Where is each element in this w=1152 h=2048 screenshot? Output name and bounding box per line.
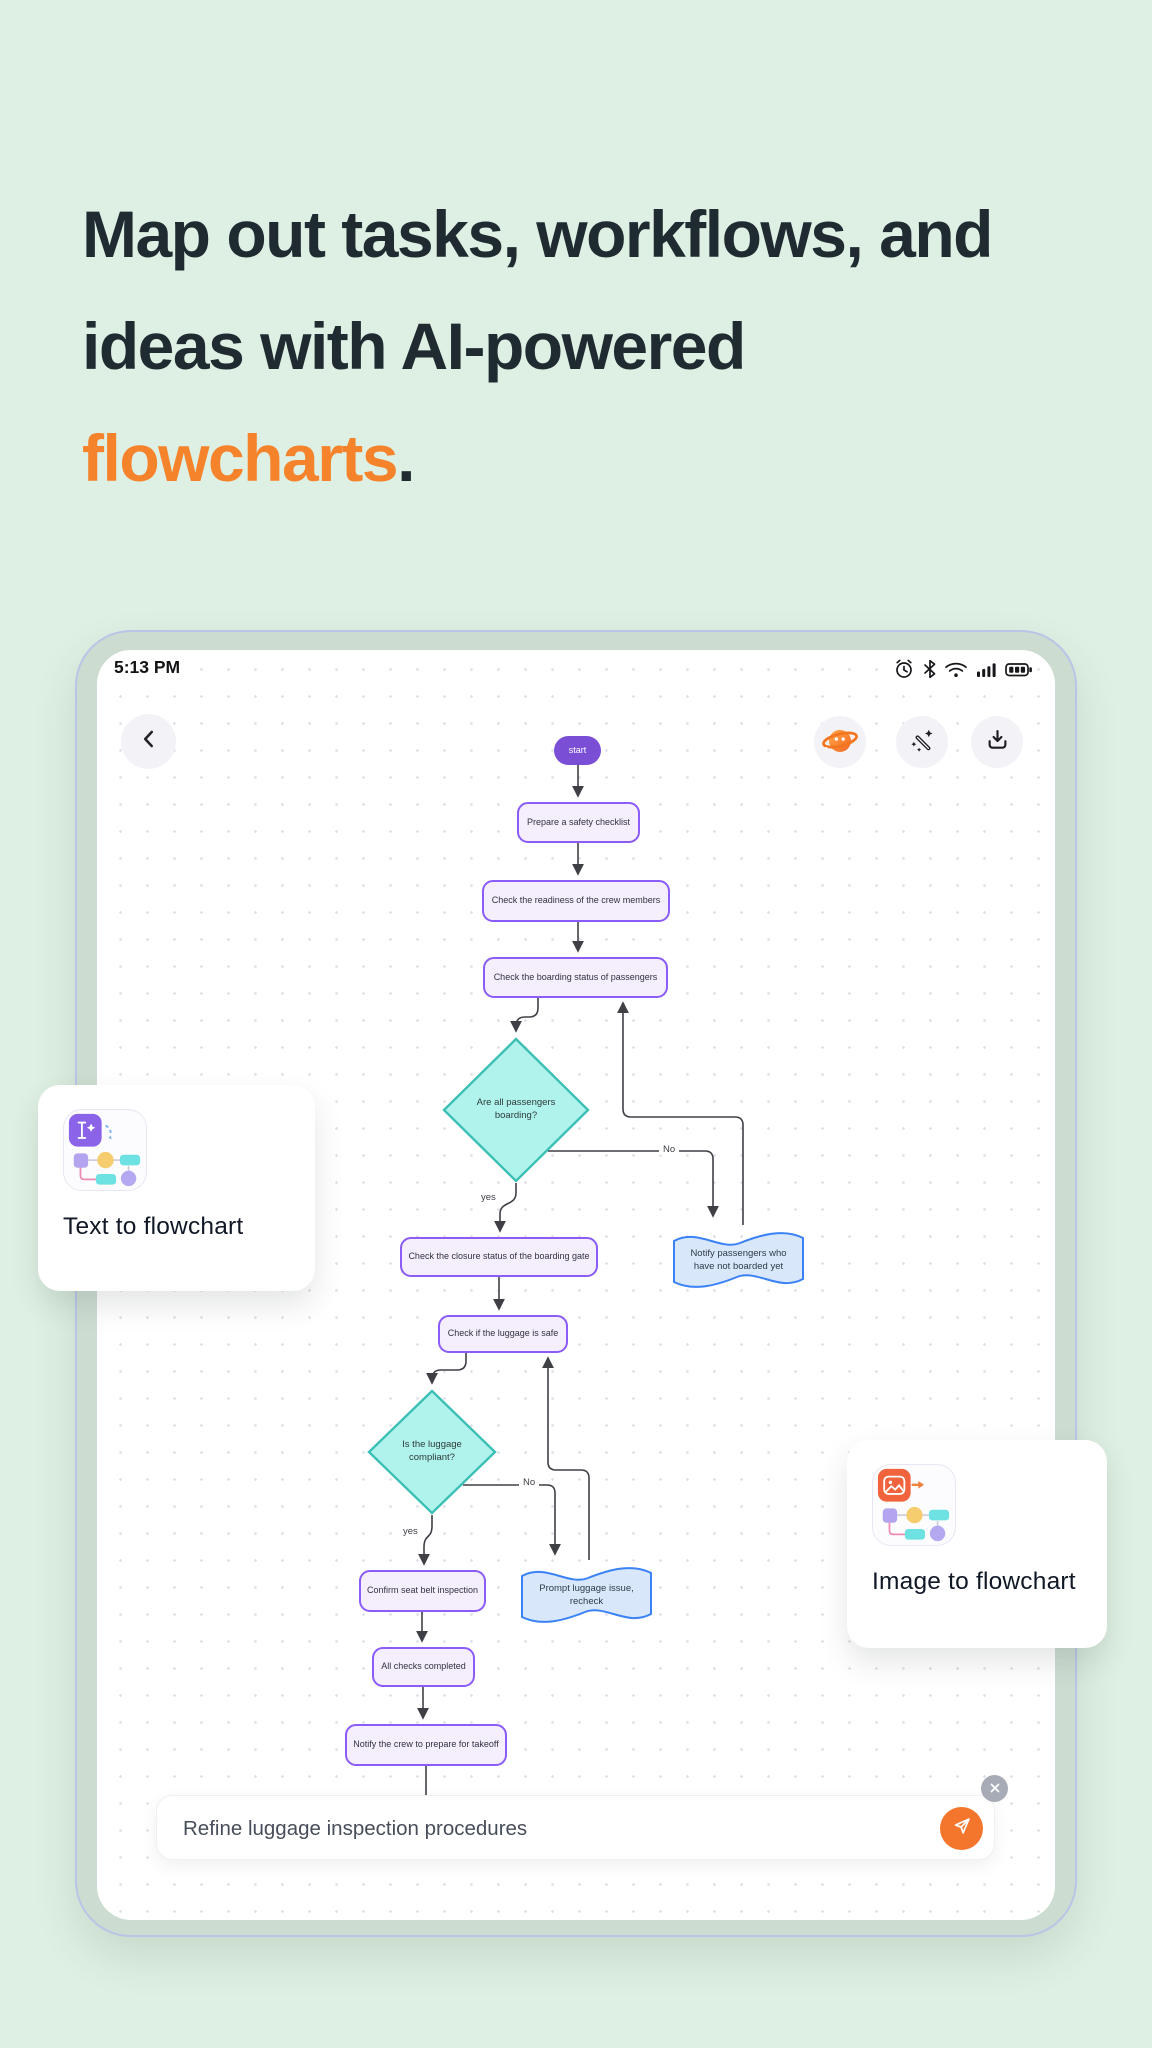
flowchart-node-prepare-checklist[interactable]: Prepare a safety checklist (517, 802, 640, 843)
image-to-flowchart-icon (872, 1464, 956, 1546)
flowchart-node-crew-readiness[interactable]: Check the readiness of the crew members (482, 880, 670, 922)
flowchart-node-start[interactable]: start (554, 736, 601, 765)
edge-label-no: No (659, 1144, 680, 1155)
flowchart-canvas[interactable]: start Prepare a safety checklist Check t… (97, 650, 1055, 1920)
send-icon (951, 1815, 973, 1842)
status-icons (894, 657, 1040, 686)
flowchart-decision-passengers-boarding[interactable]: Are all passengers boarding? (442, 1037, 590, 1183)
prompt-input[interactable]: Refine luggage inspection procedures (183, 1817, 528, 1840)
flowchart-node-boarding-status[interactable]: Check the boarding status of passengers (483, 957, 668, 998)
hero-line-1: Map out tasks, workflows, and (82, 197, 994, 271)
ai-assistant-button[interactable] (814, 716, 866, 768)
image-to-flowchart-label: Image to flowchart (872, 1568, 1076, 1595)
flowchart-node-notify-crew[interactable]: Notify the crew to prepare for takeoff (345, 1724, 507, 1766)
flowchart-node-seat-belt[interactable]: Confirm seat belt inspection (359, 1570, 486, 1612)
hero-line-3: flowcharts. (82, 402, 992, 514)
image-to-flowchart-card[interactable]: Image to flowchart (847, 1440, 1107, 1648)
flowchart-node-all-checks[interactable]: All checks completed (372, 1647, 475, 1687)
download-button[interactable] (971, 716, 1023, 768)
close-button[interactable] (981, 1775, 1008, 1802)
bluetooth-icon (924, 659, 936, 679)
status-time: 5:13 PM (114, 657, 181, 677)
back-button[interactable] (121, 714, 176, 769)
planet-logo-icon (818, 718, 862, 767)
hero-highlight: flowcharts (82, 421, 399, 495)
text-to-flowchart-label: Text to flowchart (63, 1213, 244, 1240)
edge-label-yes: yes (399, 1526, 422, 1537)
edge-label-no: No (519, 1477, 540, 1488)
alarm-icon (896, 659, 912, 678)
magic-wand-icon (908, 726, 936, 759)
app-screen: 5:13 PM (97, 650, 1055, 1920)
text-to-flowchart-icon (63, 1109, 147, 1191)
flowchart-document-luggage-issue[interactable]: Prompt luggage issue, recheck (518, 1560, 655, 1630)
flowchart-node-luggage-safe[interactable]: Check if the luggage is safe (438, 1315, 568, 1353)
close-icon (989, 1781, 1001, 1797)
signal-icon (977, 663, 996, 677)
battery-icon (1005, 663, 1032, 677)
wifi-icon (945, 662, 967, 677)
hero-headline: Map out tasks, workflows, and ideas with… (82, 178, 994, 514)
magic-wand-button[interactable] (896, 716, 948, 768)
hero-period: . (397, 421, 415, 495)
flowchart-node-gate-closure[interactable]: Check the closure status of the boarding… (400, 1237, 598, 1277)
flowchart-document-notify-passengers[interactable]: Notify passengers who have not boarded y… (670, 1225, 807, 1295)
hero-line-2: ideas with AI-powered (82, 309, 746, 383)
chevron-left-icon (136, 726, 162, 757)
edge-label-yes: yes (477, 1192, 500, 1203)
text-to-flowchart-card[interactable]: Text to flowchart (38, 1085, 315, 1291)
prompt-bar: Refine luggage inspection procedures (156, 1795, 995, 1860)
send-button[interactable] (940, 1807, 983, 1850)
flowchart-decision-luggage-compliant[interactable]: Is the luggage compliant? (367, 1389, 497, 1515)
download-icon (984, 726, 1011, 758)
